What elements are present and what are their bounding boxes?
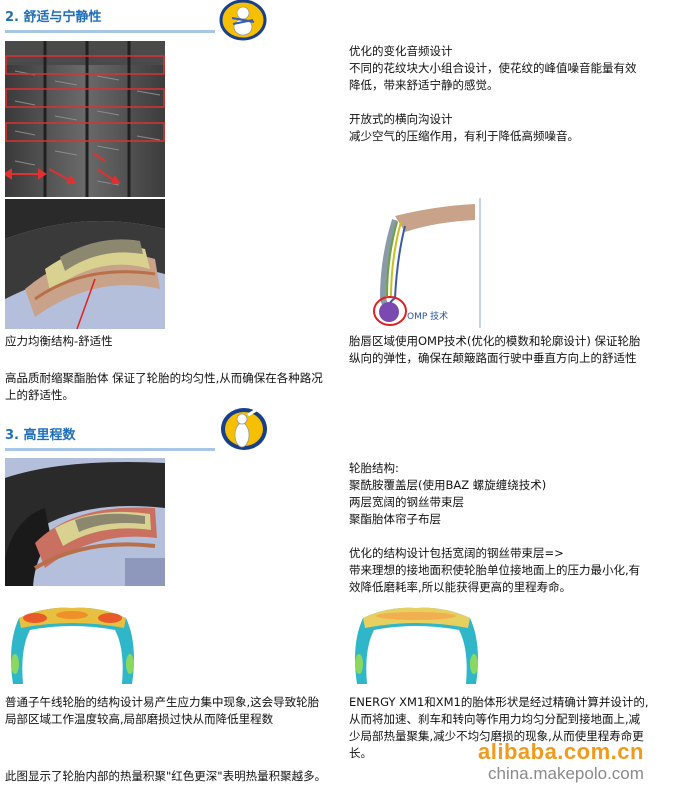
section-divider bbox=[5, 448, 215, 451]
heat-footnote: 此图显示了轮胎内部的热量积聚"红色更深"表明热量积聚越多。 bbox=[5, 769, 327, 783]
section-divider bbox=[5, 30, 215, 33]
watermark-alibaba: alibaba.com.cn bbox=[478, 739, 644, 764]
noise-design-text: 优化的变化音频设计 不同的花纹块大小组合设计，使花纹的峰值噪音能量有效 降低，带… bbox=[349, 44, 637, 143]
heat-profile-standard bbox=[11, 607, 134, 684]
carcass-uniformity-text: 高品质耐缩聚酯胎体 保证了轮胎的均匀性,从而确保在各种路况 上的舒适性。 bbox=[5, 371, 323, 402]
tire-cutaway-image bbox=[5, 199, 165, 329]
energy-xm1-caption: ENERGY XM1和XM1的胎体形状是经过精确计算并设计的, 从而将加速、刹车… bbox=[349, 695, 649, 760]
michelin-badge-icon bbox=[219, 0, 267, 41]
standard-tire-caption: 普通子午线轮胎的结构设计易产生应力集中现象,这会导致轮胎 局部区域工作温度较高,… bbox=[5, 695, 320, 726]
caption-omp: 胎唇区域使用OMP技术(优化的模数和轮廓设计) 保证轮胎 纵向的弹性，确保在颠簸… bbox=[349, 334, 641, 365]
caption-stress-balance: 应力均衡结构-舒适性 bbox=[5, 334, 113, 348]
watermark-makepolo: china.makepolo.com bbox=[488, 764, 644, 783]
tire-structure-text: 轮胎结构: 聚酰胺覆盖层(使用BAZ 螺旋缠绕技术) 两层宽阔的钢丝带束层 聚酯… bbox=[349, 461, 641, 594]
michelin-man-icon bbox=[221, 407, 267, 450]
tread-pattern-image bbox=[5, 41, 165, 197]
tire-structure-image bbox=[5, 458, 165, 586]
heat-profile-energy-xm1 bbox=[355, 607, 478, 684]
section-title-mileage: 3. 高里程数 bbox=[5, 428, 76, 443]
omp-label: OMP 技术 bbox=[407, 310, 448, 322]
section-title-comfort: 2. 舒适与宁静性 bbox=[5, 10, 102, 25]
omp-bead-diagram: OMP 技术 bbox=[373, 198, 481, 328]
